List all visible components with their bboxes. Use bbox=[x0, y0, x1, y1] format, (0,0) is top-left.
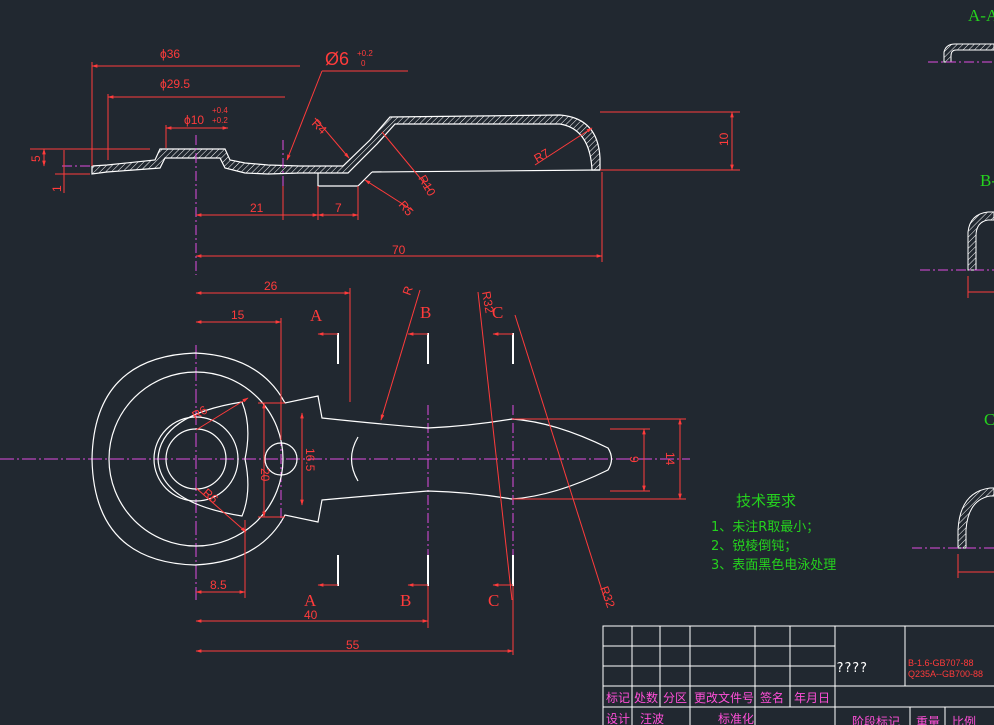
material-line-1: B-1.6-GB707-88 bbox=[908, 658, 974, 668]
header-count: 处数 bbox=[634, 690, 658, 705]
dim-9: 9 bbox=[627, 456, 641, 463]
dim-dia6: Ø6 bbox=[325, 49, 349, 69]
dim-55: 55 bbox=[346, 638, 360, 652]
inner-flat-contour bbox=[157, 401, 249, 517]
tech-req-item-2: 2、锐棱倒钝； bbox=[711, 538, 797, 554]
hole-dia10 bbox=[165, 428, 227, 490]
scale-label: 比例 bbox=[952, 715, 976, 725]
section-label-a-bottom: A bbox=[304, 591, 317, 610]
profile-hatch bbox=[91, 114, 601, 175]
dim-7: 7 bbox=[335, 201, 342, 215]
part-name: ???? bbox=[836, 661, 867, 676]
top-section-view: ϕ36 ϕ29.5 ϕ10 +0.4 +0.2 Ø6 +0.2 0 R4 R7 … bbox=[29, 47, 740, 275]
section-b-title: B- bbox=[980, 171, 994, 190]
outer-contour bbox=[91, 352, 613, 566]
dim-16-5: 16.5 bbox=[303, 448, 317, 472]
weight-label: 重量 bbox=[916, 715, 940, 725]
dim-14: 14 bbox=[663, 452, 677, 466]
title-block: ???? B-1.6-GB707-88 Q235A--GB700-88 标记 处… bbox=[602, 625, 994, 725]
section-views: A-A B- C bbox=[912, 6, 994, 578]
profile-plate bbox=[317, 171, 373, 187]
header-doc-no: 更改文件号 bbox=[694, 690, 754, 705]
section-aa-title: A-A bbox=[968, 6, 994, 25]
dim-dia10: ϕ10 bbox=[184, 113, 204, 127]
section-label-b-top: B bbox=[420, 303, 431, 322]
header-date: 年月日 bbox=[794, 691, 830, 705]
material-line-2: Q235A--GB700-88 bbox=[908, 669, 983, 679]
dim-5: 5 bbox=[29, 155, 43, 162]
design-label: 设计 bbox=[606, 712, 630, 725]
dim-r4: R4 bbox=[309, 116, 330, 137]
technical-requirements: 技术要求 1、未注R取最小； 2、锐棱倒钝； 3、表面黑色电泳处理 bbox=[711, 492, 836, 573]
section-label-c-top: C bbox=[492, 303, 503, 322]
dim-21: 21 bbox=[250, 201, 264, 215]
designer-name: 汪波 bbox=[640, 712, 664, 725]
boss-circle-mid bbox=[153, 416, 239, 502]
header-zone: 分区 bbox=[663, 691, 687, 705]
dim-20: 20 bbox=[258, 468, 272, 482]
section-label-a-top: A bbox=[310, 306, 323, 325]
dim-dia10-tol-upper: +0.4 bbox=[212, 106, 228, 115]
dim-r10: R10 bbox=[415, 173, 438, 199]
dim-r7: R7 bbox=[532, 146, 553, 166]
dim-r6-upper: R6 bbox=[190, 403, 211, 423]
section-label-b-bottom: B bbox=[400, 591, 411, 610]
dim-dia6-tol-upper: +0.2 bbox=[357, 49, 373, 58]
dim-8-5: 8.5 bbox=[210, 578, 227, 592]
dim-dia6-tol-lower: 0 bbox=[361, 59, 366, 68]
standardize-label: 标准化 bbox=[718, 712, 754, 725]
boss-circle-outer bbox=[108, 371, 284, 547]
dim-dia36: ϕ36 bbox=[160, 47, 180, 61]
waist-arc bbox=[350, 436, 359, 482]
dim-70: 70 bbox=[392, 243, 406, 257]
dim-r32-lower: R32 bbox=[597, 584, 618, 610]
dim-r-top: R bbox=[400, 284, 416, 297]
tech-req-item-3: 3、表面黑色电泳处理 bbox=[711, 557, 836, 573]
dim-dia29-5: ϕ29.5 bbox=[160, 77, 190, 91]
header-sign: 签名 bbox=[760, 690, 784, 705]
dim-40: 40 bbox=[304, 608, 318, 622]
dim-r32-upper: R32 bbox=[479, 290, 497, 314]
dim-dia10-tol-lower: +0.2 bbox=[212, 116, 228, 125]
plan-view: 26 15 8.5 40 55 R6 R6 R R32 R32 20 16.5 … bbox=[0, 279, 690, 655]
tech-req-item-1: 1、未注R取最小； bbox=[711, 520, 819, 535]
dim-26: 26 bbox=[264, 279, 278, 293]
section-label-c-bottom: C bbox=[488, 591, 499, 610]
header-mark: 标记 bbox=[606, 691, 630, 705]
stage-mark-label: 阶段标记 bbox=[852, 714, 900, 725]
dim-15: 15 bbox=[231, 308, 245, 322]
dim-10: 10 bbox=[717, 132, 731, 146]
tech-req-title: 技术要求 bbox=[736, 492, 796, 510]
dim-1: 1 bbox=[50, 185, 64, 192]
section-c-title: C bbox=[984, 410, 994, 429]
